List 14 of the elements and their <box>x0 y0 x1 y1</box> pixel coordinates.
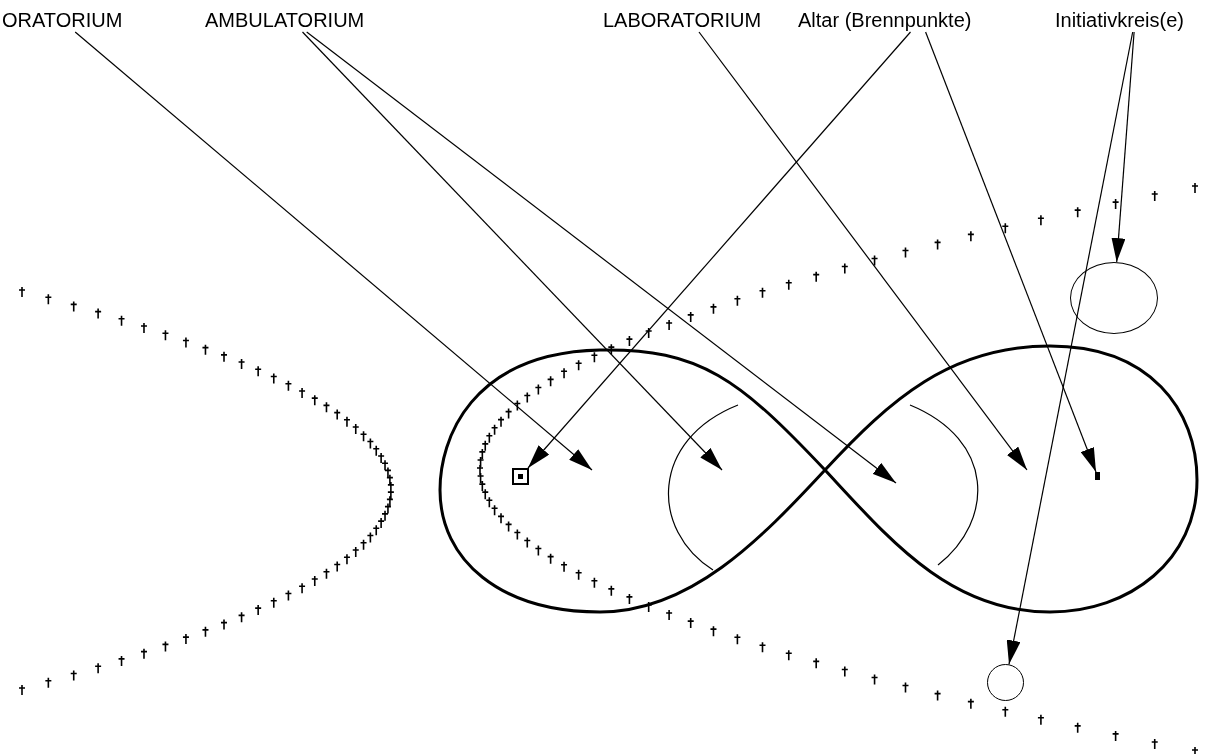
leader-line <box>925 31 1097 473</box>
callout-label: LABORATORIUM <box>603 8 777 32</box>
leader-line <box>74 31 593 471</box>
leader-line <box>698 31 1028 471</box>
leader-line <box>1111 31 1135 263</box>
leader-line <box>1006 31 1134 665</box>
callout-label: Altar (Brennpunkte) <box>798 8 1044 32</box>
callout-label: Initiativkreis(e) <box>1055 8 1215 32</box>
callout-label: AMBULATORIUM <box>205 8 377 32</box>
marker-square <box>512 468 529 485</box>
leader-line <box>301 31 723 471</box>
leader-line <box>527 31 912 469</box>
leader-line <box>306 31 897 484</box>
callout-label: ORATORIUM <box>2 8 120 32</box>
